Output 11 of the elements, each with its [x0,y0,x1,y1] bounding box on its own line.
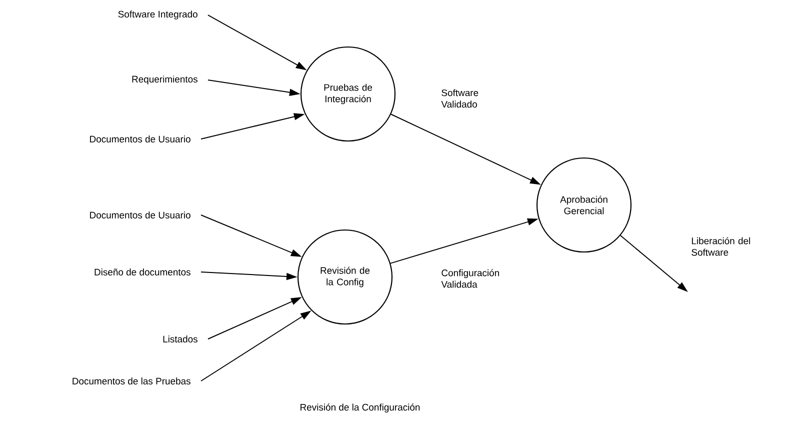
edge-label: Configuración Validada [441,269,499,288]
input-label: Documentos de las Pruebas [72,378,190,384]
input-label: Requerimientos [132,76,198,84]
input-label: Documentos de Usuario [90,136,190,142]
input-label: Documentos de Usuario [90,212,190,218]
edge-label: Liberación del Software [692,237,750,256]
caption: Revisión de la Configuración [300,404,420,412]
input-label: Diseño de documentos [94,268,190,276]
edge-label: Software Validado [441,89,478,108]
input-label: Software Integrado [118,10,198,20]
input-label: Listados [163,336,198,342]
